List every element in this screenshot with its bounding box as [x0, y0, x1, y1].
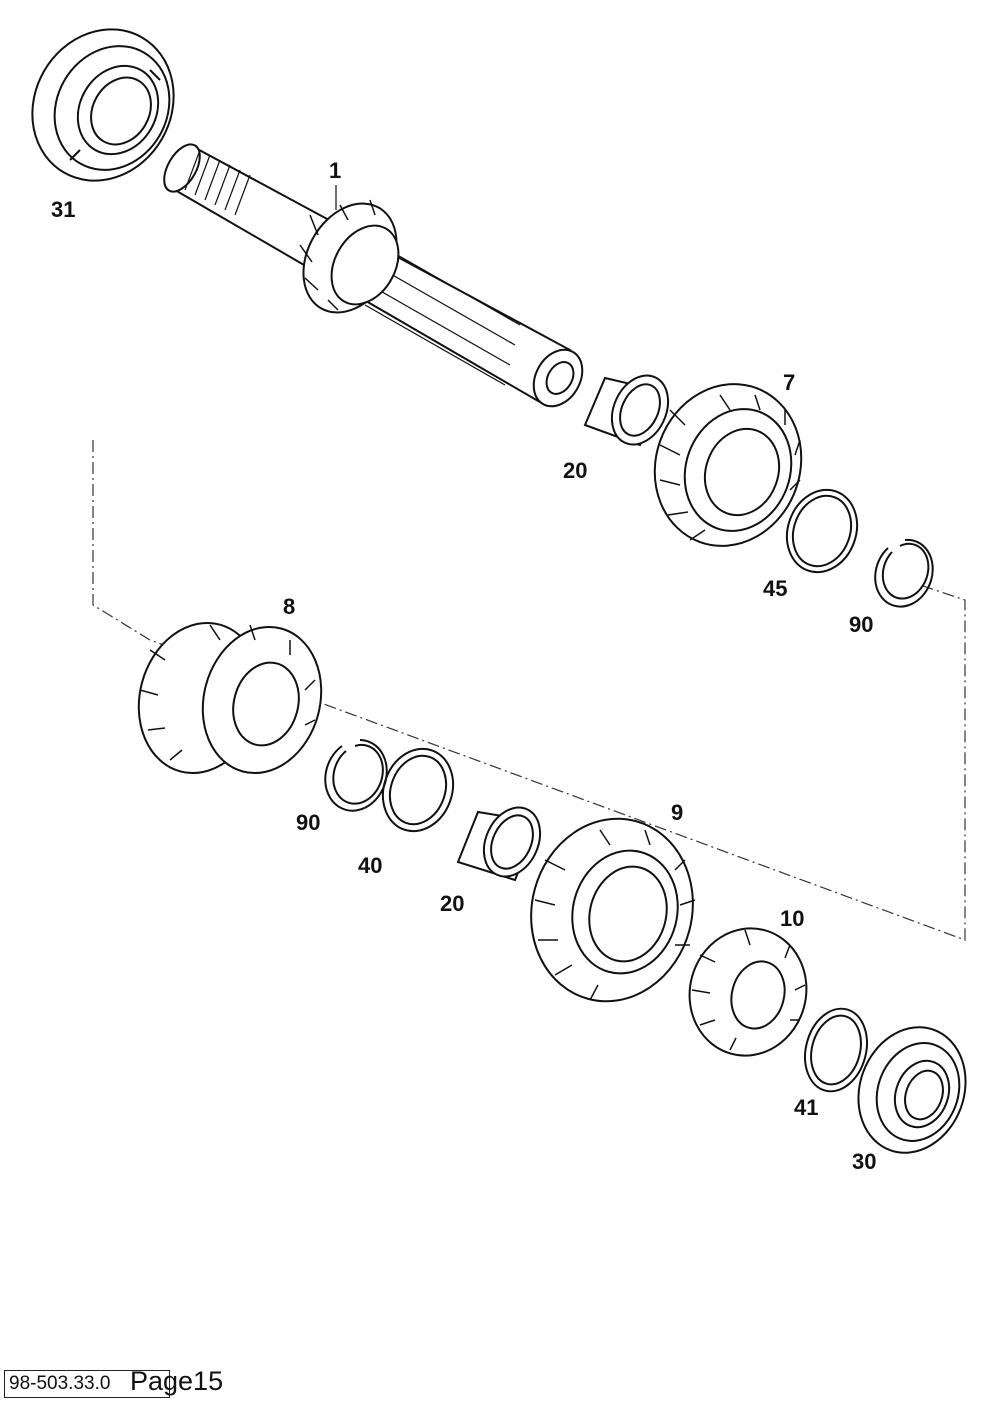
label-part-45: 45 [763, 576, 788, 601]
label-part-20-lower: 20 [440, 891, 465, 916]
label-part-90-upper: 90 [849, 612, 874, 637]
page-number: Page15 [130, 1366, 224, 1396]
label-part-90-lower: 90 [296, 810, 321, 835]
label-part-9: 9 [671, 800, 684, 825]
label-part-20-upper: 20 [563, 458, 588, 483]
label-part-1: 1 [329, 158, 342, 183]
washer-45 [785, 488, 859, 574]
circlip-90-lower [324, 739, 388, 812]
washer-41 [804, 1007, 868, 1093]
document-code: 98-503.33.0 [4, 1370, 170, 1398]
label-part-7: 7 [783, 370, 796, 395]
label-part-8: 8 [283, 594, 296, 619]
label-part-41: 41 [794, 1095, 819, 1120]
bearing-31 [31, 28, 175, 182]
gear-8 [137, 621, 323, 775]
main-shaft-1 [163, 143, 584, 408]
label-part-10: 10 [780, 906, 805, 931]
bushing-20-upper [583, 374, 670, 447]
label-part-40: 40 [358, 853, 383, 878]
gear-10 [688, 927, 808, 1057]
circlip-90-upper [874, 538, 934, 608]
bushing-20-lower [456, 806, 542, 882]
assembly-dashed-top [93, 440, 640, 455]
assembly-dashed-outline [92, 440, 966, 941]
washer-40 [381, 747, 455, 833]
label-part-31: 31 [51, 197, 76, 222]
gear-9 [530, 817, 696, 1003]
gear-7 [653, 383, 803, 547]
label-part-30: 30 [852, 1149, 877, 1174]
bearing-30 [857, 1026, 967, 1154]
